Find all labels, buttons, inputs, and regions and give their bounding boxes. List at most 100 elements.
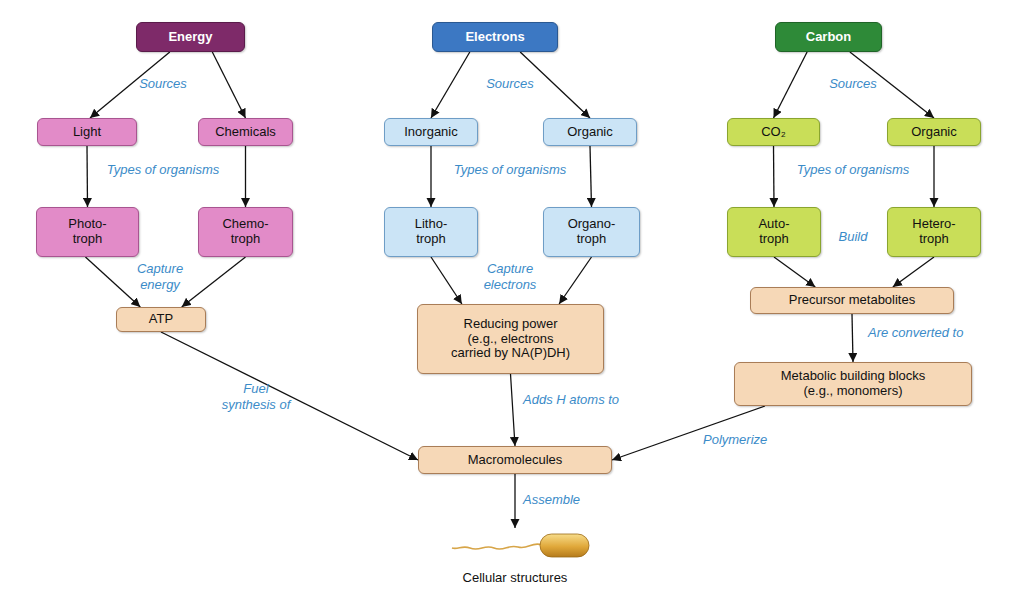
product-box: Reducing power (e.g., electrons carried … <box>417 304 604 374</box>
text-group: Photo- troph <box>68 217 106 247</box>
node-text: Organic <box>567 125 613 140</box>
node-text: Cellular structures <box>463 571 568 586</box>
source-box: Light <box>37 118 137 146</box>
source-box: CO₂ <box>727 118 820 146</box>
flow-annotation: Sources <box>486 76 534 92</box>
text-group: Chemicals <box>215 125 276 140</box>
flow-arrow <box>85 257 140 307</box>
flow-annotation: Build <box>839 229 868 245</box>
product-box: Precursor metabolites <box>750 287 954 314</box>
flagellum <box>452 544 542 549</box>
cell-body <box>540 534 589 557</box>
flow-arrow <box>893 257 934 287</box>
source-box: Organic <box>543 118 637 146</box>
flow-arrow <box>511 374 516 446</box>
edge-label: Polymerize <box>703 432 767 448</box>
node-text: Hetero- troph <box>912 217 955 247</box>
bacterium-illustration <box>440 530 590 562</box>
organism-type-box: Litho- troph <box>384 207 478 257</box>
node-text: Chemo- troph <box>222 217 268 247</box>
category-header: Electrons <box>432 22 558 52</box>
flow-arrow <box>245 146 246 207</box>
node-text: Chemicals <box>215 125 276 140</box>
flow-annotation: Capture energy <box>137 261 183 292</box>
source-box: Chemicals <box>198 118 293 146</box>
text-group: Auto- troph <box>758 217 789 247</box>
product-box: Macromolecules <box>418 446 612 474</box>
flow-arrow <box>933 146 934 207</box>
organism-type-box: Auto- troph <box>727 207 821 257</box>
flow-arrow <box>514 474 515 528</box>
text-group: CO₂ <box>761 125 786 140</box>
source-box: Organic <box>887 118 981 146</box>
text-group: Organic <box>567 125 613 140</box>
text-group: Reducing power (e.g., electrons carried … <box>450 317 572 362</box>
flow-annotation: Types of organisms <box>797 162 909 178</box>
text-group: Precursor metabolites <box>789 293 915 308</box>
flow-arrow <box>430 146 431 207</box>
text-group: Inorganic <box>404 125 457 140</box>
flow-arrow <box>774 257 815 287</box>
node-text: ATP <box>149 312 173 327</box>
node-text: Electrons <box>465 30 524 45</box>
node-text: Inorganic <box>404 125 457 140</box>
node-text: Metabolic building blocks (e.g., monomer… <box>767 369 939 399</box>
flow-arrow <box>590 146 592 207</box>
node-text: Carbon <box>806 30 852 45</box>
flow-annotation: Sources <box>829 76 877 92</box>
text-group: Hetero- troph <box>912 217 955 247</box>
edge-label: Fuel synthesis of <box>216 381 296 412</box>
product-box: ATP <box>116 307 206 332</box>
text-group: Electrons <box>465 30 524 45</box>
text-group: Organo- troph <box>568 217 616 247</box>
category-header: Carbon <box>775 22 882 52</box>
node-text: Litho- troph <box>415 217 448 247</box>
flow-arrow <box>774 52 808 118</box>
node-text: Organic <box>911 125 957 140</box>
text-group: Light <box>73 125 101 140</box>
text-group: Energy <box>168 30 212 45</box>
flow-arrow <box>431 52 470 118</box>
text-group: Macromolecules <box>468 453 563 468</box>
text-group: Chemo- troph <box>222 217 268 247</box>
organism-type-box: Organo- troph <box>543 207 640 257</box>
flow-annotation: Types of organisms <box>107 162 219 178</box>
flow-arrow <box>161 332 418 460</box>
edge-label: Adds H atoms to <box>523 392 619 408</box>
flow-arrow <box>559 257 591 304</box>
text-group: Litho- troph <box>415 217 448 247</box>
node-text: Organo- troph <box>568 217 616 247</box>
node-text: Auto- troph <box>758 217 789 247</box>
organism-type-box: Hetero- troph <box>887 207 981 257</box>
text-group: Cellular structures <box>463 571 568 590</box>
category-header: Energy <box>136 22 245 52</box>
source-box: Inorganic <box>384 118 478 146</box>
cell-illustration: Cellular structures <box>440 528 590 590</box>
flow-arrow <box>852 314 853 362</box>
text-group: Carbon <box>806 30 852 45</box>
node-text: Macromolecules <box>468 453 563 468</box>
edge-label: Assemble <box>523 492 580 508</box>
text-group: Metabolic building blocks (e.g., monomer… <box>767 369 939 399</box>
flow-arrow <box>431 257 462 304</box>
flow-annotation: Types of organisms <box>454 162 566 178</box>
product-box: Metabolic building blocks (e.g., monomer… <box>734 362 972 406</box>
node-text: Reducing power (e.g., electrons carried … <box>450 317 572 362</box>
flow-arrow <box>212 52 245 118</box>
node-text: Photo- troph <box>68 217 106 247</box>
flow-annotation: Capture electrons <box>484 261 537 292</box>
edge-label: Are converted to <box>868 325 963 341</box>
organism-type-box: Chemo- troph <box>198 207 293 257</box>
flow-arrow <box>773 146 775 207</box>
flow-arrow <box>182 257 246 307</box>
text-group: Organic <box>911 125 957 140</box>
organism-type-box: Photo- troph <box>36 207 139 257</box>
node-text: Energy <box>168 30 212 45</box>
node-text: Light <box>73 125 101 140</box>
text-group: ATP <box>149 312 173 327</box>
node-text: CO₂ <box>761 125 786 140</box>
flow-annotation: Sources <box>139 76 187 92</box>
node-text: Precursor metabolites <box>789 293 915 308</box>
flow-arrow <box>86 146 88 207</box>
